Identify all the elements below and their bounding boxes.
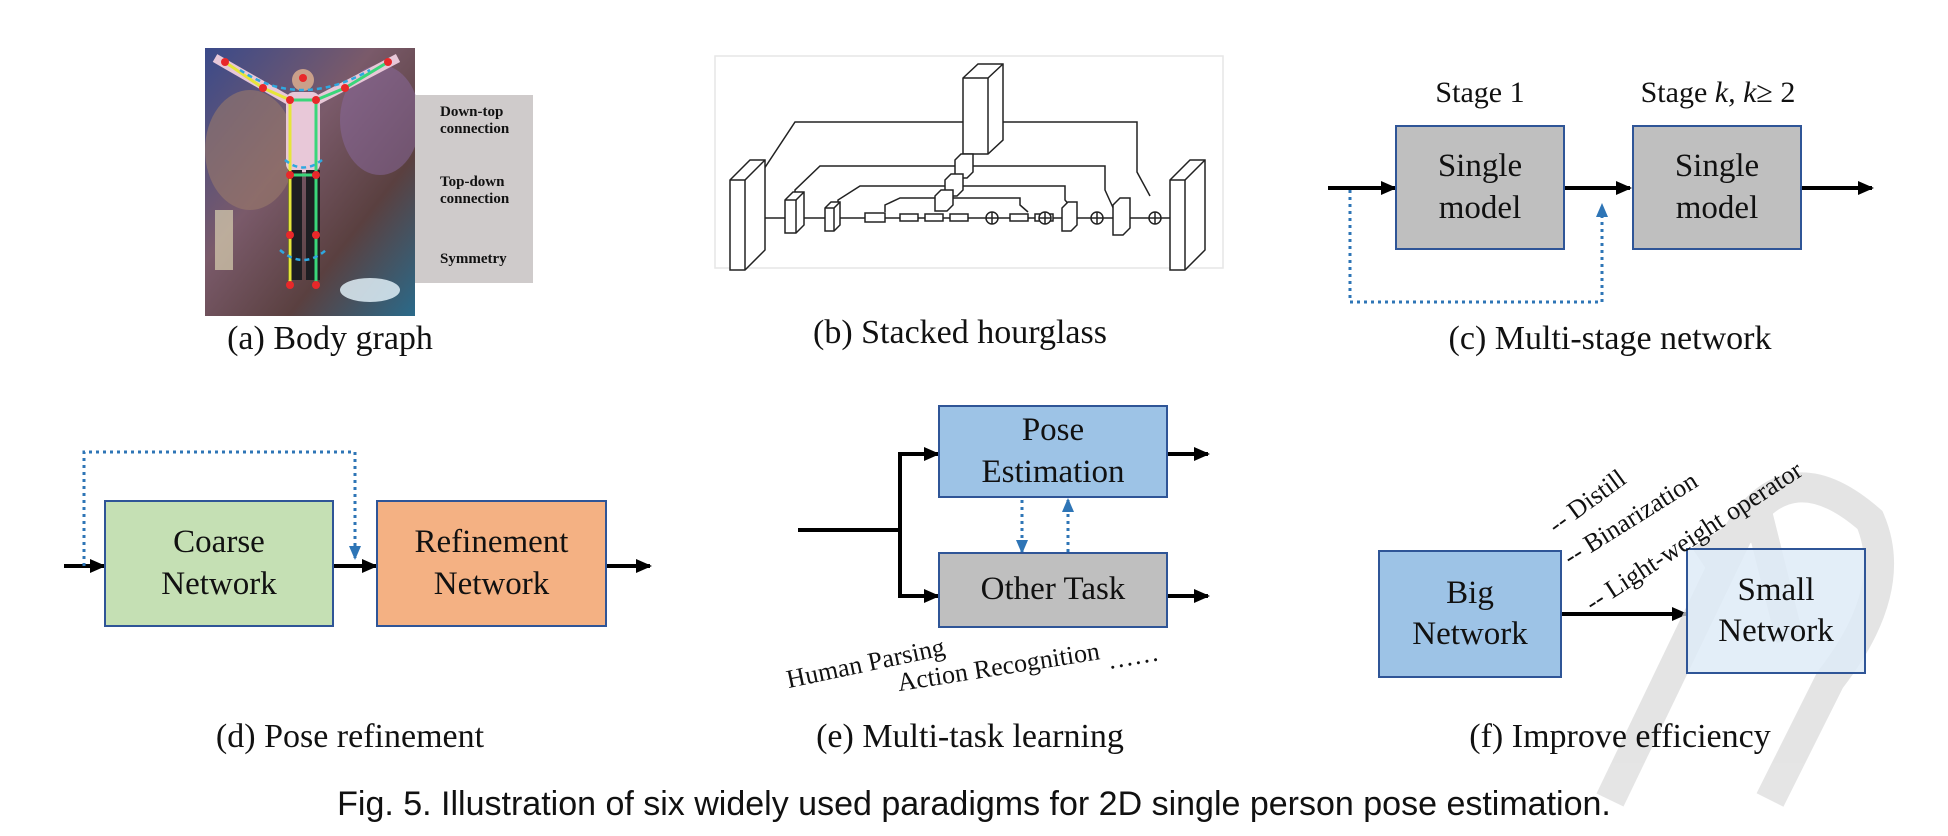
coarse-network-line1: Coarse bbox=[173, 524, 265, 561]
stacked-hourglass-diagram bbox=[714, 55, 1224, 271]
refinement-network-line2: Network bbox=[433, 565, 550, 602]
big-network-box: Big Network bbox=[1378, 550, 1562, 678]
small-network-line2: Network bbox=[1718, 613, 1834, 649]
stage-k-label: Stage k, k≥ 2 bbox=[1618, 76, 1818, 110]
caption-a: (a) Body graph bbox=[227, 320, 433, 357]
pose-refinement-arrows bbox=[64, 450, 652, 573]
small-network-line1: Small bbox=[1737, 571, 1815, 608]
big-network-line1: Big bbox=[1446, 574, 1494, 611]
single-model-2-line2: model bbox=[1675, 189, 1759, 226]
stage-k-variable: k, k bbox=[1714, 76, 1757, 109]
refinement-network-line1: Refinement bbox=[414, 524, 569, 561]
caption-c: (c) Multi-stage network bbox=[1448, 320, 1772, 357]
legend-down-top-line2: connection bbox=[440, 121, 510, 137]
pose-estimation-line1: Pose bbox=[1021, 412, 1085, 449]
body-graph-legend bbox=[415, 95, 533, 283]
small-network-box: Small Network bbox=[1686, 548, 1866, 674]
single-model-2-line1: Single bbox=[1674, 148, 1760, 185]
single-model-1-line2: model bbox=[1438, 189, 1522, 226]
legend-symmetry-label: Symmetry bbox=[440, 251, 507, 267]
body-graph-photo bbox=[205, 48, 420, 316]
multi-task-arrows bbox=[798, 447, 1210, 603]
stage-k-suffix: ≥ 2 bbox=[1756, 76, 1796, 109]
stage-k-prefix: Stage bbox=[1640, 76, 1715, 109]
multi-stage-arrows bbox=[1328, 181, 1874, 304]
caption-e: (e) Multi-task learning bbox=[816, 718, 1124, 755]
other-task-label: Other Task bbox=[980, 571, 1126, 608]
single-model-box-1: Single model bbox=[1395, 125, 1565, 250]
other-task-box: Other Task bbox=[938, 552, 1168, 628]
legend-symmetry: Symmetry bbox=[440, 251, 507, 268]
legend-down-top: Down-top connection bbox=[440, 104, 509, 138]
legend-down-top-line1: Down-top bbox=[440, 104, 504, 120]
caption-f: (f) Improve efficiency bbox=[1469, 718, 1771, 755]
single-model-box-2: Single model bbox=[1632, 125, 1802, 250]
legend-top-down-line2: connection bbox=[440, 191, 510, 207]
coarse-network-line2: Network bbox=[161, 565, 277, 602]
figure-caption: Fig. 5. Illustration of six widely used … bbox=[337, 785, 1611, 823]
caption-d: (d) Pose refinement bbox=[215, 718, 485, 755]
legend-top-down: Top-down connection bbox=[440, 174, 509, 208]
pose-estimation-box: Pose Estimation bbox=[938, 405, 1168, 498]
caption-b: (b) Stacked hourglass bbox=[813, 314, 1107, 351]
refinement-network-box: Refinement Network bbox=[376, 500, 607, 627]
legend-top-down-line1: Top-down bbox=[440, 174, 505, 190]
pose-estimation-line2: Estimation bbox=[981, 453, 1125, 490]
single-model-1-line1: Single bbox=[1437, 148, 1523, 185]
big-network-line2: Network bbox=[1412, 616, 1528, 652]
stage-1-label: Stage 1 bbox=[1435, 76, 1525, 109]
coarse-network-box: Coarse Network bbox=[104, 500, 334, 627]
